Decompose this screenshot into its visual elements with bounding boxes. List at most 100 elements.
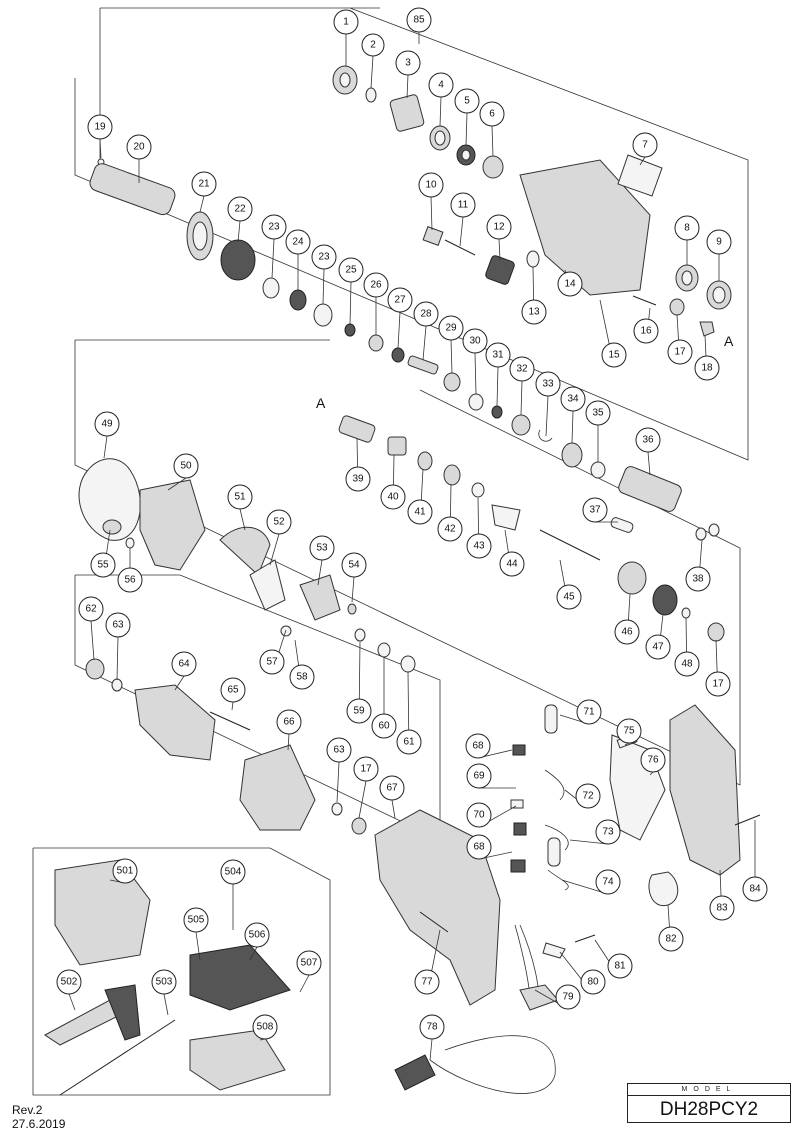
part-callout-10: 10 — [418, 172, 444, 231]
callout-circle — [466, 763, 492, 789]
model-divider — [628, 1095, 790, 1096]
callout-number: 49 — [101, 419, 113, 430]
part-callout-81: 81 — [594, 939, 633, 979]
parts-upper-row — [89, 65, 732, 512]
callout-leader-line — [496, 366, 499, 407]
callout-circle — [601, 342, 627, 368]
callout-leader-line — [287, 733, 290, 751]
callout-circle — [454, 88, 480, 114]
part-callout-35: 35 — [585, 400, 611, 462]
callout-leader-line — [116, 636, 119, 681]
callout-leader-line — [167, 477, 187, 491]
callout-circle — [521, 299, 547, 325]
part-callout-78: 78 — [419, 1014, 445, 1061]
callout-circle — [595, 869, 621, 895]
part-callout-29: 29 — [438, 315, 464, 374]
part-callout-77: 77 — [414, 929, 441, 995]
callout-number: 55 — [97, 560, 109, 571]
callout-circle — [635, 427, 661, 453]
callout-circle — [171, 651, 197, 677]
callout-circle — [706, 229, 732, 255]
callout-circle — [709, 895, 735, 921]
callout-number: 18 — [701, 363, 713, 374]
part-callout-63: 63 — [326, 737, 352, 803]
part-callout-80: 80 — [559, 951, 606, 995]
callout-number: 36 — [642, 435, 654, 446]
model-box: MODEL DH28PCY2 — [627, 1083, 791, 1123]
part-callout-74: 74 — [561, 869, 621, 895]
part-callout-17: 17 — [667, 314, 693, 365]
part-callout-68: 68 — [465, 733, 513, 759]
callout-number: 44 — [506, 559, 518, 570]
callout-circle — [575, 783, 601, 809]
part-callout-20: 20 — [126, 134, 152, 183]
callout-number: 17 — [674, 347, 686, 358]
part-callout-63: 63 — [105, 612, 131, 681]
part-callout-39: 39 — [345, 437, 371, 492]
callout-circle — [560, 386, 586, 412]
part-callout-83: 83 — [709, 869, 735, 921]
callout-circle — [557, 271, 583, 297]
part-callout-24: 24 — [285, 229, 311, 290]
part-callout-53: 53 — [309, 535, 335, 586]
callout-number: 11 — [458, 200, 469, 211]
part-callout-11: 11 — [450, 192, 476, 247]
callout-leader-line — [349, 281, 352, 326]
callout-number: 12 — [493, 222, 505, 233]
part-callout-1: 1 — [333, 9, 359, 66]
callout-leader-line — [237, 220, 241, 243]
callout-number: 57 — [266, 657, 278, 668]
callout-number: 84 — [749, 884, 761, 895]
parts-accessories — [44, 859, 291, 1096]
callout-leader-line — [239, 508, 246, 531]
part-callout-2: 2 — [361, 33, 385, 89]
callout-circle — [509, 356, 535, 382]
callout-circle — [380, 484, 406, 510]
part-callout-54: 54 — [341, 552, 367, 603]
callout-circle — [361, 33, 385, 57]
callout-leader-line — [199, 195, 205, 213]
callout-leader-line — [498, 238, 501, 261]
callout-number: 38 — [692, 574, 704, 585]
part-callout-23: 23 — [311, 244, 337, 305]
callout-circle — [407, 499, 433, 525]
callout-number: 31 — [492, 350, 504, 361]
callout-number: 26 — [370, 280, 382, 291]
part-callout-25: 25 — [338, 257, 364, 326]
callout-circle — [438, 315, 464, 341]
callout-number: 67 — [386, 783, 398, 794]
part-callout-3: 3 — [395, 50, 421, 99]
callout-number: 42 — [444, 524, 456, 535]
callout-leader-line — [231, 701, 234, 711]
callout-circle — [466, 834, 492, 860]
callout-number: 61 — [403, 737, 415, 748]
callout-circle — [419, 1014, 445, 1040]
callout-number: 3 — [405, 58, 411, 69]
part-callout-4: 4 — [428, 72, 454, 127]
callout-circle — [220, 677, 246, 703]
part-callout-44: 44 — [499, 529, 525, 577]
part-callout-501: 501 — [109, 858, 138, 884]
callout-circle — [259, 649, 285, 675]
callout-number: 501 — [117, 866, 134, 877]
part-callout-6: 6 — [479, 101, 505, 157]
callout-number: 40 — [387, 492, 399, 503]
callout-number: 43 — [473, 541, 485, 552]
callout-number: 21 — [198, 179, 210, 190]
callout-circle — [667, 339, 693, 365]
callout-number: 74 — [602, 877, 614, 888]
callout-circle — [674, 215, 700, 241]
callout-leader-line — [370, 55, 374, 89]
callout-number: 51 — [234, 492, 246, 503]
callout-circle — [289, 664, 315, 690]
part-callout-59: 59 — [346, 641, 372, 724]
callout-circle — [173, 453, 199, 479]
callout-leader-line — [174, 675, 185, 691]
part-callout-508: 508 — [252, 1014, 278, 1041]
part-callout-502: 502 — [56, 969, 82, 1011]
callout-number: 33 — [542, 379, 554, 390]
callout-number: 4 — [438, 80, 444, 91]
callout-circle — [576, 699, 602, 725]
part-callout-26: 26 — [363, 272, 389, 335]
part-callout-41: 41 — [407, 468, 433, 525]
